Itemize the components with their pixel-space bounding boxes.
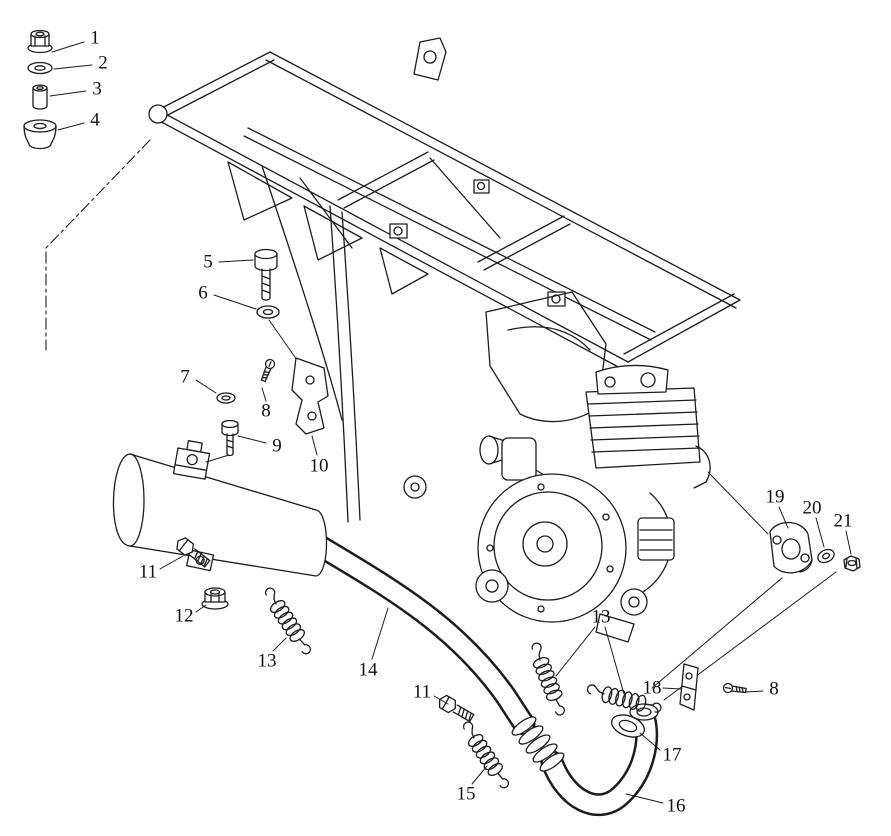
callout-label-2: 2 (98, 53, 108, 74)
washer-7 (216, 392, 236, 404)
callout-label-15: 15 (457, 784, 476, 805)
callout-label-13a: 13 (258, 651, 277, 672)
callout-leader-2 (53, 64, 93, 70)
callout-leader-11a (159, 555, 184, 570)
callout-leader-9 (237, 435, 267, 444)
callout-label-12: 12 (175, 606, 194, 627)
callout-leader-4 (57, 122, 85, 131)
callout-leader-13a (272, 637, 287, 652)
spring-13b1 (525, 640, 571, 719)
callout-label-1: 1 (90, 28, 100, 49)
callout-leader-18 (662, 687, 682, 690)
callout-leader-5 (218, 259, 254, 263)
callout-label-14: 14 (359, 660, 379, 681)
callout-leader-15 (471, 765, 488, 785)
exhaust-pipe (308, 534, 536, 736)
callout-leader-14 (371, 607, 389, 660)
callout-label-10: 10 (310, 456, 329, 477)
grommet-4 (23, 119, 57, 150)
spring-13a (259, 584, 317, 658)
callout-leader-11b (433, 695, 449, 705)
washer-2 (27, 61, 53, 75)
exhaust-flange-19 (769, 521, 813, 574)
muffler-lower-bracket (186, 549, 215, 572)
callout-leader-8b (745, 690, 764, 693)
head-pipe (511, 703, 659, 817)
callout-leader-3 (49, 90, 87, 97)
screw-8b (722, 682, 748, 696)
spacer-3 (32, 84, 48, 110)
callout-leader-12 (195, 604, 207, 613)
flange-nut-1 (27, 29, 53, 54)
callout-label-17: 17 (663, 745, 682, 766)
callout-leader-7 (195, 379, 217, 394)
callout-label-3: 3 (92, 79, 102, 100)
callout-label-8b: 8 (769, 679, 779, 700)
bolt-9 (221, 419, 239, 457)
callout-label-16: 16 (667, 796, 686, 817)
callout-label-4: 4 (90, 110, 100, 131)
spring-15 (457, 718, 515, 792)
callout-leader-20 (815, 517, 825, 548)
nut-21 (843, 555, 861, 572)
washer-6 (256, 305, 280, 319)
callout-label-18: 18 (643, 678, 662, 699)
callout-leader-10 (311, 435, 318, 456)
callout-label-8a: 8 (261, 401, 271, 422)
frame (148, 37, 741, 523)
flange-hardware (679, 521, 861, 711)
callout-leader-1 (51, 41, 85, 53)
flange-nut-12 (201, 587, 229, 610)
callout-leader-13b (555, 626, 596, 677)
washer-20 (817, 548, 835, 564)
bracket-18 (679, 663, 699, 711)
callout-label-21: 21 (834, 511, 853, 532)
callout-label-6: 6 (198, 283, 208, 304)
engine (475, 364, 711, 643)
callout-leader-8a (261, 387, 267, 402)
screw-8a (258, 357, 277, 384)
callout-leader-16 (625, 793, 664, 804)
callout-label-20: 20 (803, 498, 822, 519)
pipe-joint-collar (611, 714, 645, 738)
hanger-hardware (216, 248, 329, 457)
bolt-11b (435, 692, 476, 725)
callout-leader-19 (778, 506, 789, 529)
callout-leader-6 (213, 294, 257, 310)
callout-leader-17 (639, 732, 661, 751)
callout-label-11a: 11 (139, 562, 157, 583)
callout-label-11b: 11 (413, 682, 431, 703)
muffler-mount-bolts (173, 534, 476, 725)
callout-label-7: 7 (180, 367, 190, 388)
mount-stack-hardware (23, 29, 57, 150)
callout-label-19: 19 (766, 487, 785, 508)
callout-label-13b: 13 (592, 607, 611, 628)
callout-label-5: 5 (203, 252, 213, 273)
callout-leader-13b (604, 626, 625, 695)
callout-label-9: 9 (272, 436, 282, 457)
muffler (112, 440, 328, 577)
muffler-upper-bracket (172, 440, 211, 480)
hanger-bracket-10 (291, 357, 329, 435)
shoulder-bolt-5 (254, 248, 278, 301)
callout-leader-21 (845, 530, 852, 555)
